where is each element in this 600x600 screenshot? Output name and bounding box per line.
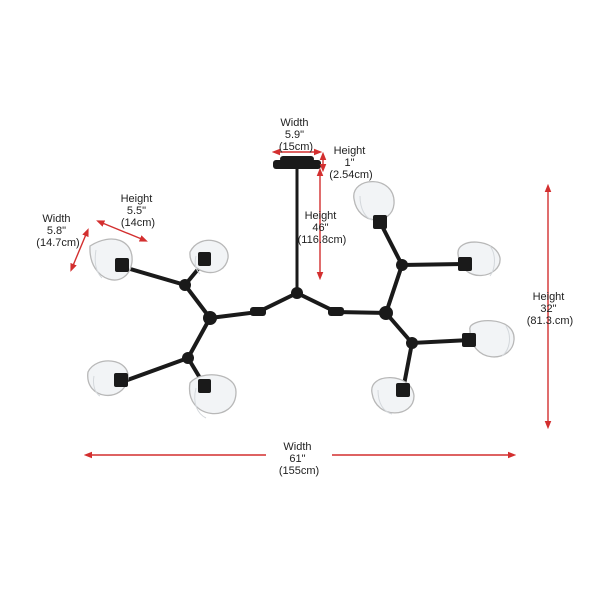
shade-width-label: Width 5.8" (14.7cm) — [36, 213, 79, 249]
shade-height-label: Height 5.5" (14cm) — [121, 193, 156, 229]
canopy-icon — [273, 156, 321, 169]
canopy-height-label: Height 1" (2.54cm) — [329, 145, 372, 181]
overall-height-label: Height 32" (81.3.cm) — [527, 291, 573, 327]
canopy-width-label: Width 5.9" (15cm) — [279, 117, 313, 153]
dimension-lines — [70, 148, 552, 459]
shade-width-line — [70, 228, 89, 272]
socket-icon — [114, 215, 476, 397]
overall-width-label: Width 61" (155cm) — [279, 441, 319, 477]
glass-reflection — [93, 195, 510, 419]
fixture-joints — [179, 259, 418, 364]
shade-height-line — [96, 220, 148, 242]
rod-height-label: Height 46" (116.8cm) — [298, 210, 347, 246]
